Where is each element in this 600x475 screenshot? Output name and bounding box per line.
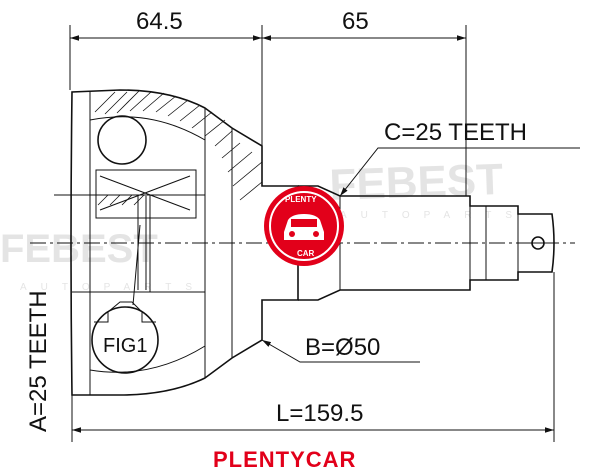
watermark-brand-right: FEBEST (329, 155, 504, 210)
ball (97, 115, 147, 165)
fig1-label: FIG1 (103, 335, 147, 357)
watermark-sub-left: AUTOPARTS (20, 282, 206, 293)
dim-65: 65 (342, 8, 369, 35)
watermark-brand-left: FEBEST (0, 227, 158, 271)
spline-outer-callout: C=25 TEETH (339, 119, 580, 197)
watermark: FEBEST AUTOPARTS FEBEST AUTOPARTS (0, 155, 526, 293)
fig1-detail: FIG1 (91, 224, 159, 374)
top-dimensions: 64.5 65 (69, 8, 467, 196)
dim-a-teeth: A=25 TEETH (25, 290, 52, 432)
plentycar-logo: PLENTY CAR (264, 186, 344, 266)
bearing-callout: B=Ø50 (261, 334, 420, 363)
dim-64-5: 64.5 (136, 8, 183, 35)
footer-brand: PLENTYCAR (213, 447, 356, 472)
outer-housing (70, 89, 299, 396)
watermark-sub-right: AUTOPARTS (340, 210, 526, 221)
bottom-dimension: L=159.5 (71, 272, 555, 442)
logo-bottom-text: CAR (297, 249, 315, 258)
logo-top-text: PLENTY (285, 195, 317, 204)
dim-total-length: L=159.5 (276, 400, 363, 427)
dim-b-diameter: B=Ø50 (305, 334, 380, 361)
dim-c-teeth: C=25 TEETH (384, 119, 527, 146)
spline-inner-callout: A=25 TEETH (25, 194, 96, 432)
